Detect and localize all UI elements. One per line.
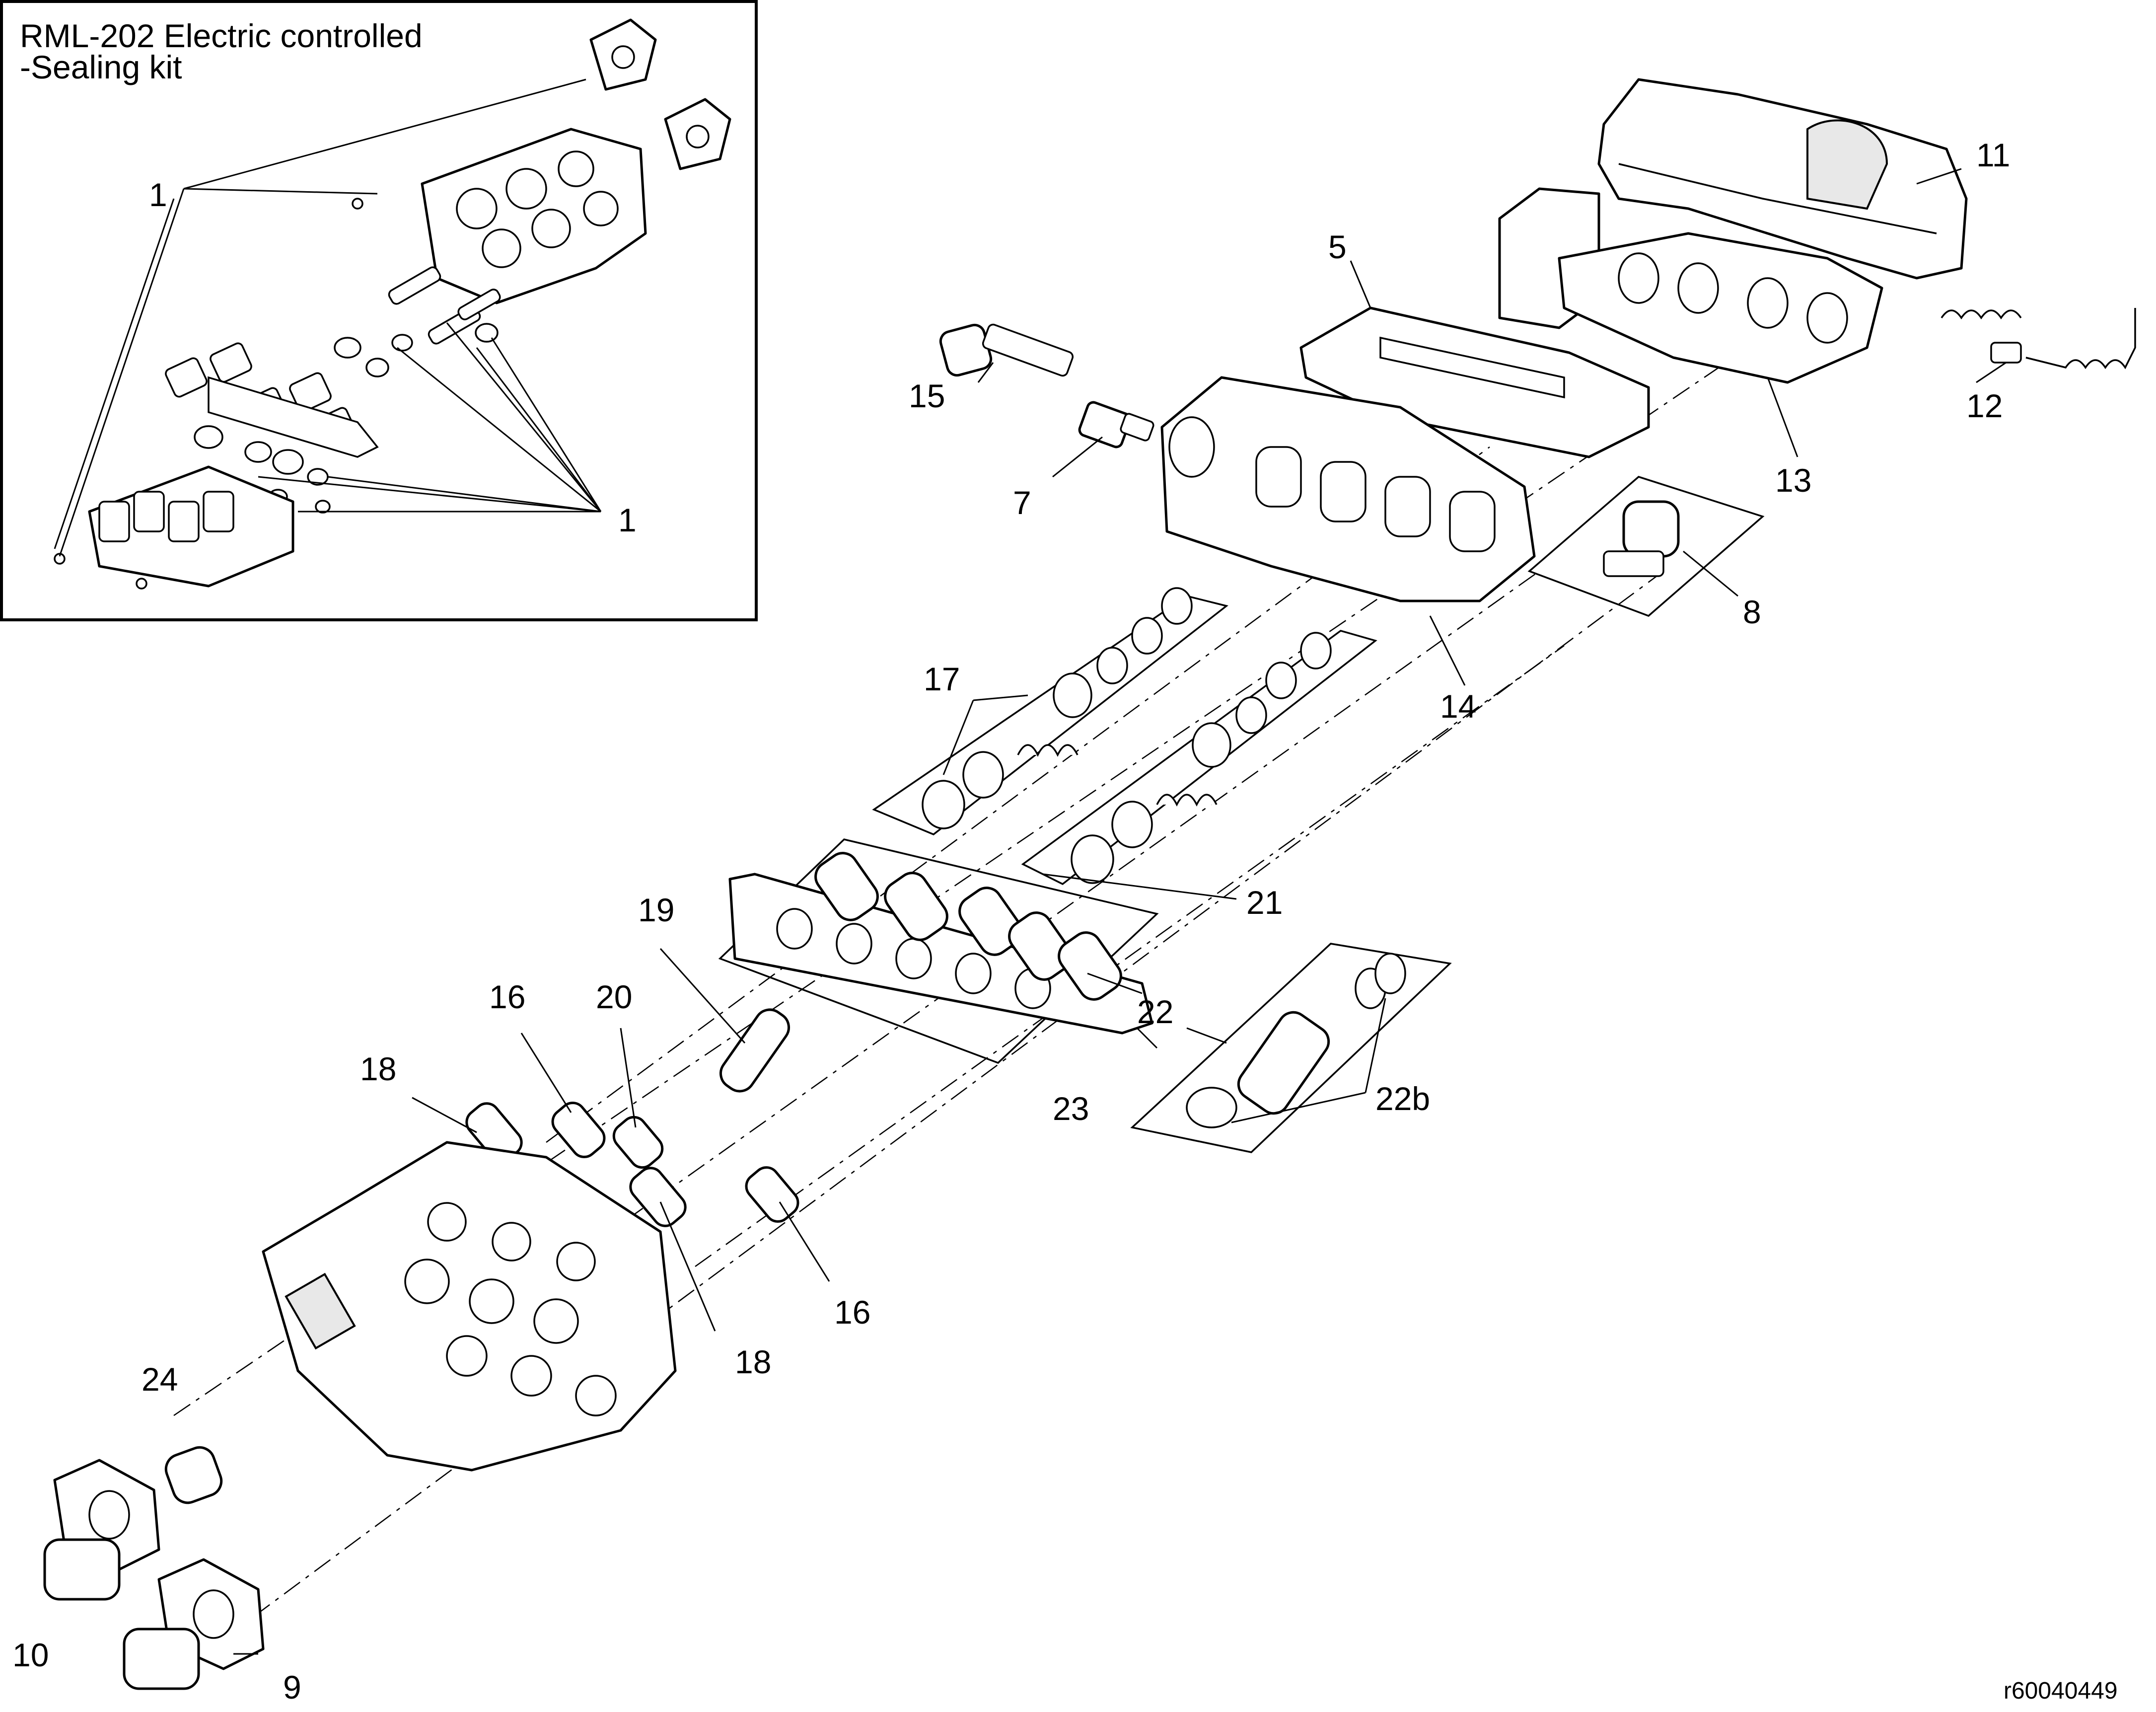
callout-22b: 22b <box>1375 1080 1430 1117</box>
part-16-valve-lower <box>745 1166 799 1223</box>
inset-leaders <box>54 78 602 557</box>
callout-22: 22 <box>1137 993 1173 1030</box>
part-18-check-valve-lower <box>629 1167 687 1227</box>
callout-17: 17 <box>924 661 960 697</box>
part-14-valve-manifold <box>1160 376 1536 602</box>
callout-18-lower: 18 <box>735 1343 771 1380</box>
callout-7: 7 <box>1013 484 1031 521</box>
part-22-detail <box>1130 943 1452 1153</box>
inset-end-cover-right <box>664 98 731 170</box>
part-12-coiled-cable <box>1940 308 2136 370</box>
inset-end-cover-top <box>589 18 657 91</box>
part-8-solenoid-valve <box>1527 476 1765 617</box>
seal-kit-right <box>1021 630 1377 886</box>
callout-13: 13 <box>1775 462 1811 499</box>
part-11-cover <box>1597 78 1968 280</box>
callout-18-upper: 18 <box>360 1050 396 1087</box>
callout-14: 14 <box>1440 688 1476 725</box>
part-15-sensor <box>939 323 1074 377</box>
part-23-gasket-plate <box>718 838 1159 1064</box>
leader-lines <box>233 168 2007 1655</box>
sealing-kit-inset: RML-202 Electric controlled -Sealing kit <box>0 0 758 621</box>
inset-valve-block-upper <box>421 128 647 304</box>
callout-21: 21 <box>1246 884 1283 921</box>
inset-screw <box>136 578 147 590</box>
callout-20: 20 <box>596 978 632 1015</box>
part-10-end-cover <box>43 1459 160 1601</box>
inset-title-line2: -Sealing kit <box>20 49 182 85</box>
callout-16-upper: 16 <box>489 978 525 1015</box>
callout-12: 12 <box>1966 387 2003 424</box>
callout-23: 23 <box>1053 1090 1089 1127</box>
inset-screw <box>352 198 363 210</box>
inset-title-line1: RML-202 Electric controlled <box>20 17 423 54</box>
part-19-spool <box>719 1008 791 1093</box>
drawing-reference-number: r60040449 <box>2004 1678 2118 1704</box>
part-13-housing <box>1498 187 1883 384</box>
callout-15: 15 <box>909 377 945 414</box>
callout-11: 11 <box>1976 137 2011 173</box>
part-16-valve-upper <box>551 1102 606 1158</box>
part-9-end-cover <box>123 1558 265 1690</box>
main-valve-body <box>262 1141 677 1472</box>
inset-callout-1-top: 1 <box>149 176 167 213</box>
inset-cartridges <box>165 342 379 458</box>
part-5-cover-plate <box>1299 306 1650 458</box>
part-20-valve <box>612 1116 664 1169</box>
callout-5: 5 <box>1328 228 1347 265</box>
callout-8: 8 <box>1743 594 1761 630</box>
inset-frame <box>0 0 758 621</box>
part-22-cartridges <box>814 852 1122 1001</box>
callout-16-lower: 16 <box>834 1294 870 1331</box>
part-7-adapter <box>1078 401 1154 448</box>
inset-screw <box>54 553 66 565</box>
callout-labels: 11 5 15 7 13 12 8 14 17 21 22 22b 23 19 … <box>12 137 2011 1706</box>
part-24-fitting <box>164 1446 223 1504</box>
callout-19: 19 <box>638 892 674 928</box>
inset-valve-body-lower <box>88 465 294 588</box>
inset-callout-1-bottom: 1 <box>618 502 637 538</box>
callout-24: 24 <box>142 1361 178 1398</box>
part-17-seal-kit-left <box>872 587 1228 836</box>
inset-o-rings <box>194 266 501 514</box>
callout-10: 10 <box>12 1637 49 1673</box>
callout-9: 9 <box>283 1669 301 1706</box>
